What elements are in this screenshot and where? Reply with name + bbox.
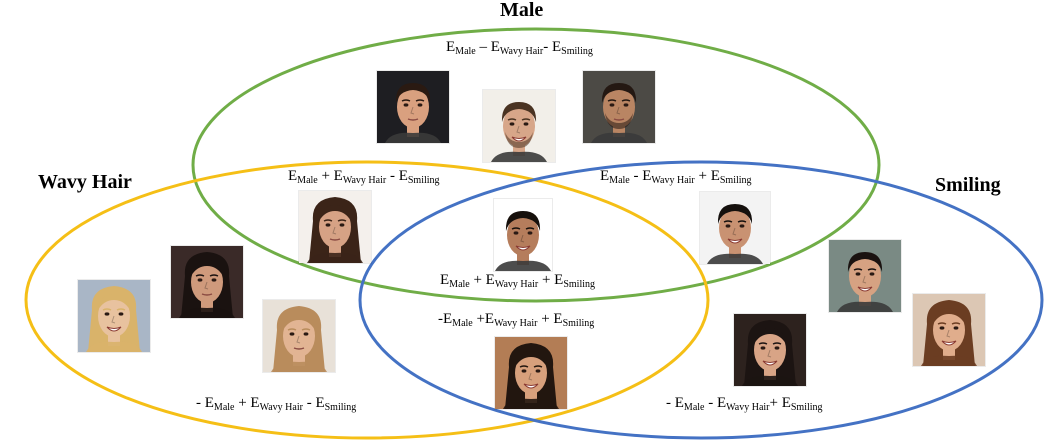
- wavy-face-1: [78, 280, 150, 352]
- formula-male-wavy: EMale + EWavy Hair - ESmiling: [288, 168, 440, 186]
- wavy-face-3: [263, 300, 335, 372]
- wavy-hair-set-ellipse: [24, 160, 710, 440]
- formula-wavy-smiling: -EMale +EWavy Hair + ESmiling: [438, 311, 595, 329]
- all-attributes-face: [494, 199, 552, 271]
- male-set-ellipse: [191, 27, 881, 303]
- wavy-smiling-face: [495, 337, 567, 409]
- formula-wavy-only: - EMale + EWavy Hair - ESmiling: [196, 395, 357, 413]
- wavy-hair-set-label: Wavy Hair: [38, 171, 132, 193]
- male-set-label: Male: [500, 0, 544, 21]
- smiling-face-3: [913, 294, 985, 366]
- male-smiling-face: [700, 192, 770, 264]
- formula-smiling-only: - EMale - EWavy Hair+ ESmiling: [666, 395, 823, 413]
- smiling-set-ellipse: [358, 160, 1044, 440]
- smiling-set-label: Smiling: [935, 174, 1001, 196]
- formula-all-attributes: EMale + EWavy Hair + ESmiling: [440, 272, 596, 290]
- male-face-2: [483, 90, 555, 162]
- smiling-face-1: [829, 240, 901, 312]
- male-face-1: [377, 71, 449, 143]
- formula-male-smiling: EMale - EWavy Hair + ESmiling: [600, 168, 752, 186]
- smiling-face-2: [734, 314, 806, 386]
- wavy-face-2: [171, 246, 243, 318]
- male-face-3: [583, 71, 655, 143]
- formula-male-only: EMale – EWavy Hair- ESmiling: [446, 39, 593, 57]
- male-wavy-face: [299, 191, 371, 263]
